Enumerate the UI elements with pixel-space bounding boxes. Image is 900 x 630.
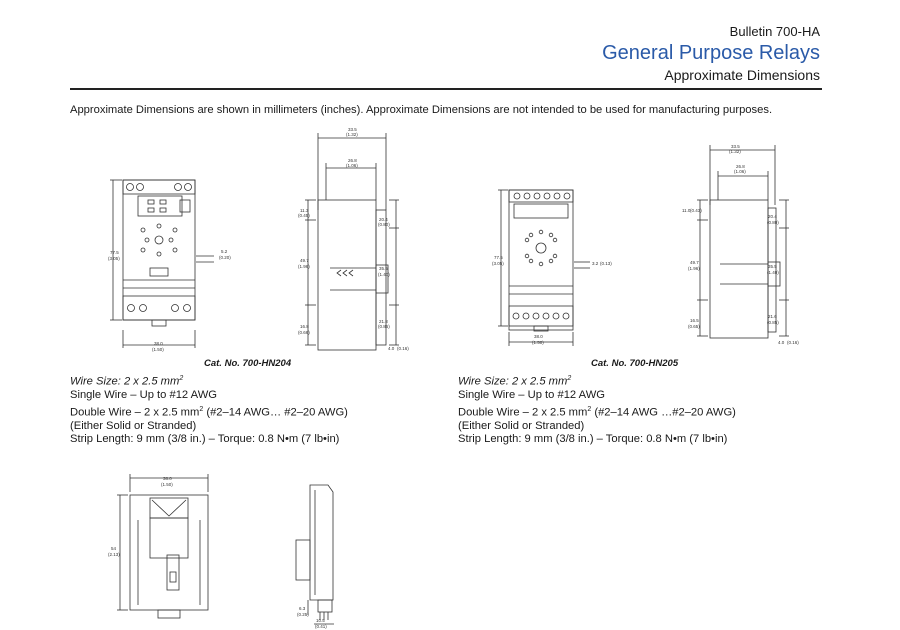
svg-text:(1.06): (1.06) — [734, 169, 746, 174]
svg-text:(0.80): (0.80) — [767, 220, 779, 225]
svg-text:26.8: 26.8 — [736, 164, 745, 169]
svg-text:(0.41): (0.41) — [315, 624, 327, 629]
dimension-labels: 33.5(1.32) 26.8(1.06) 77.5(3.05) 38.0(1.… — [108, 127, 799, 629]
svg-text:49.7: 49.7 — [300, 258, 309, 263]
svg-text:33.5: 33.5 — [731, 144, 740, 149]
drawing-hn205-front — [498, 189, 590, 346]
cat-no-hn204: Cat. No. 700-HN204 — [204, 358, 292, 369]
either-solid: (Either Solid or Stranded) — [70, 419, 197, 432]
svg-text:(0.66): (0.66) — [298, 330, 310, 335]
svg-text:(3.05): (3.05) — [492, 261, 504, 266]
svg-text:(1.50): (1.50) — [161, 482, 173, 487]
svg-text:(1.96): (1.96) — [688, 266, 700, 271]
svg-text:(0.20): (0.20) — [219, 255, 231, 260]
specs-hn205: Wire Size: 2 x 2.5 mm2 Single Wire – Up … — [458, 372, 736, 447]
drawing-hn205-side — [697, 145, 789, 339]
svg-text:35.5: 35.5 — [768, 264, 777, 269]
single-wire: Single Wire – Up to #12 AWG — [70, 389, 217, 402]
svg-text:77.5: 77.5 — [494, 255, 503, 260]
svg-text:54: 54 — [111, 546, 117, 551]
svg-text:11.0: 11.0 — [682, 208, 691, 213]
svg-text:10.5: 10.5 — [316, 618, 325, 623]
svg-text:(1.32): (1.32) — [346, 132, 358, 137]
svg-text:26.8: 26.8 — [348, 158, 357, 163]
svg-text:16.5: 16.5 — [690, 318, 699, 323]
svg-text:(0.16): (0.16) — [787, 340, 799, 345]
svg-text:33.5: 33.5 — [348, 127, 357, 132]
svg-text:21.6: 21.6 — [768, 314, 777, 319]
svg-text:(1.50): (1.50) — [152, 347, 164, 352]
svg-text:38.0: 38.0 — [154, 341, 163, 346]
specs-hn204: Wire Size: 2 x 2.5 mm2 Single Wire – Up … — [70, 372, 348, 447]
svg-text:35.5: 35.5 — [379, 266, 388, 271]
intro-text: Approximate Dimensions are shown in mill… — [70, 104, 773, 116]
cat-no-hn205: Cat. No. 700-HN205 — [591, 358, 679, 369]
svg-text:(1.40): (1.40) — [767, 270, 779, 275]
svg-text:(1.50): (1.50) — [532, 340, 544, 345]
svg-text:77.5: 77.5 — [110, 250, 119, 255]
drawing-relay-side — [295, 484, 334, 625]
svg-text:11.3: 11.3 — [300, 208, 309, 213]
svg-text:(0.80): (0.80) — [378, 222, 390, 227]
svg-text:(0.25): (0.25) — [297, 612, 309, 617]
svg-text:(0.86): (0.86) — [378, 324, 390, 329]
svg-text:(1.40): (1.40) — [378, 272, 390, 277]
page-title: General Purpose Relays — [602, 42, 820, 64]
svg-text:38.0: 38.0 — [163, 476, 172, 481]
wire-size: Wire Size: 2 x 2.5 mm2 — [458, 375, 572, 388]
svg-text:3.2: 3.2 — [592, 261, 599, 266]
svg-text:20.4: 20.4 — [768, 214, 777, 219]
drawing-relay-front — [117, 474, 209, 619]
svg-text:(1.06): (1.06) — [346, 163, 358, 168]
svg-text:(0.65): (0.65) — [688, 324, 700, 329]
strip-length: Strip Length: 9 mm (3/8 in.) – Torque: 0… — [70, 433, 340, 446]
either-solid: (Either Solid or Stranded) — [458, 419, 585, 432]
svg-text:(0.43): (0.43) — [690, 208, 702, 213]
single-wire: Single Wire – Up to #12 AWG — [458, 389, 605, 402]
svg-text:21.8: 21.8 — [379, 319, 388, 324]
svg-text:(1.32): (1.32) — [729, 149, 741, 154]
svg-text:5.2: 5.2 — [221, 249, 228, 254]
svg-text:16.8: 16.8 — [300, 324, 309, 329]
header-rule — [70, 88, 822, 90]
svg-text:6.3: 6.3 — [299, 606, 306, 611]
svg-text:(3.05): (3.05) — [108, 256, 120, 261]
svg-text:38.0: 38.0 — [534, 334, 543, 339]
strip-length: Strip Length: 9 mm (3/8 in.) – Torque: 0… — [458, 433, 728, 446]
svg-text:49.7: 49.7 — [690, 260, 699, 265]
double-wire: Double Wire – 2 x 2.5 mm2 (#2–14 AWG… #2… — [70, 405, 348, 419]
svg-text:(0.13): (0.13) — [600, 261, 612, 266]
svg-text:20.4: 20.4 — [379, 217, 388, 222]
svg-text:(2.13): (2.13) — [108, 552, 120, 557]
svg-text:(1.96): (1.96) — [298, 264, 310, 269]
svg-text:(0.85): (0.85) — [767, 320, 779, 325]
bulletin-label: Bulletin 700-HA — [729, 24, 820, 39]
double-wire: Double Wire – 2 x 2.5 mm2 (#2–14 AWG …#2… — [458, 405, 736, 419]
svg-text:4.0: 4.0 — [778, 340, 785, 345]
page-subtitle: Approximate Dimensions — [664, 67, 820, 83]
svg-text:(0.45): (0.45) — [298, 213, 310, 218]
svg-text:(0.16): (0.16) — [397, 346, 409, 351]
svg-text:4.0: 4.0 — [388, 346, 395, 351]
drawing-hn204-front — [110, 179, 214, 348]
wire-size: Wire Size: 2 x 2.5 mm2 — [70, 375, 184, 388]
drawing-hn204-side — [305, 133, 399, 351]
